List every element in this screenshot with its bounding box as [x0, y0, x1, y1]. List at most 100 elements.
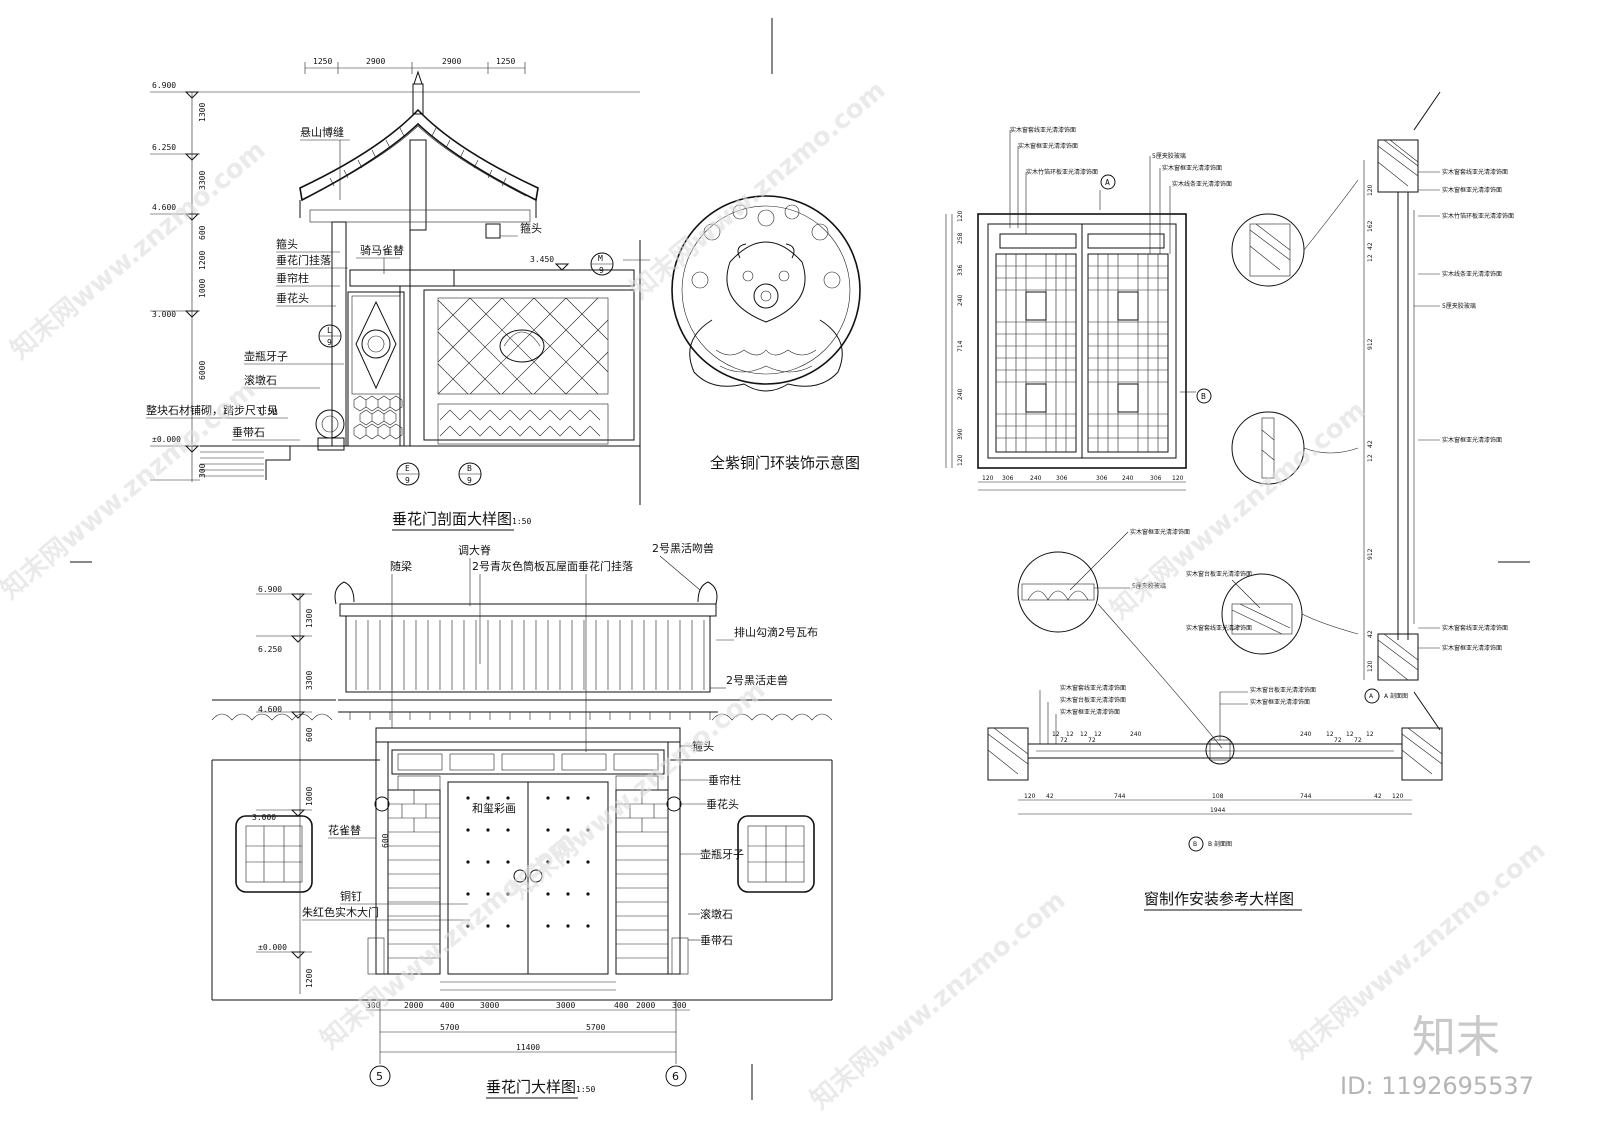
ring-knob: [753, 283, 779, 309]
section-title: 垂花门剖面大样图 1:50: [392, 510, 531, 531]
elev-3000: 3.000: [152, 310, 176, 319]
svg-text:实木窗台板亚光清漆饰面: 实木窗台板亚光清漆饰面: [1060, 696, 1126, 704]
svg-text:和玺彩画: 和玺彩画: [472, 802, 516, 815]
svg-text:600: 600: [381, 833, 390, 848]
svg-text:实木窗套线亚光清漆饰面: 实木窗套线亚光清漆饰面: [1442, 168, 1508, 176]
svg-text:箍头: 箍头: [520, 221, 542, 235]
svg-text:垂帘柱: 垂帘柱: [708, 773, 741, 787]
svg-text:A: A: [1369, 693, 1374, 700]
elev-4600: 4.600: [152, 203, 176, 212]
svg-text:744: 744: [1300, 793, 1312, 800]
window-title: 窗制作安装参考大样图: [1144, 890, 1302, 911]
svg-text:随梁: 随梁: [390, 559, 412, 573]
b-section-labels: 实木窗套线亚光清漆饰面 实木窗台板亚光清漆饰面 实木窗框亚光清漆饰面 实木窗台板…: [1039, 684, 1316, 744]
svg-text:实木竹箔环板亚光清漆饰面: 实木竹箔环板亚光清漆饰面: [1026, 168, 1098, 176]
svg-text:9: 9: [327, 338, 332, 347]
svg-text:1300: 1300: [305, 609, 314, 628]
ring-title: 全紫铜门环装饰示意图: [710, 454, 860, 472]
svg-text:A 剖面图: A 剖面图: [1384, 692, 1408, 700]
svg-text:72: 72: [1354, 737, 1362, 744]
svg-text:240: 240: [1130, 731, 1142, 738]
svg-text:120: 120: [1367, 184, 1374, 196]
svg-text:6.250: 6.250: [258, 645, 282, 654]
svg-text:12: 12: [1346, 731, 1354, 738]
diagonal-grid: [437, 297, 609, 395]
double-door: [367, 781, 689, 991]
svg-text:1200: 1200: [305, 969, 314, 988]
svg-text:A: A: [1105, 178, 1110, 187]
svg-text:6: 6: [672, 1070, 679, 1083]
svg-text:240: 240: [1300, 731, 1312, 738]
svg-text:实木窗框亚光清漆饰面: 实木窗框亚光清漆饰面: [1442, 436, 1502, 444]
svg-text:垂花门挂落: 垂花门挂落: [276, 253, 331, 267]
window-vertical-dims: 120 258 336 240 714 240 390 120: [945, 210, 964, 468]
detail-callouts: [1017, 179, 1359, 749]
svg-text:实木窗套线亚光清漆饰面: 实木窗套线亚光清漆饰面: [1186, 624, 1252, 632]
hex-lattice: [353, 395, 403, 440]
svg-text:实木线条亚光清漆饰面: 实木线条亚光清漆饰面: [1442, 270, 1502, 278]
svg-text:6.900: 6.900: [258, 585, 282, 594]
svg-text:知末网www.znzmo.com: 知末网www.znzmo.com: [1105, 395, 1371, 625]
door-ring-left: [513, 869, 527, 883]
svg-text:300: 300: [366, 1001, 381, 1010]
window-top-labels: 实木窗套线亚光清漆饰面 实木窗框亚光清漆饰面 实木竹箔环板亚光清漆饰面 5厘夹胶…: [1009, 126, 1232, 254]
svg-text:120: 120: [1392, 793, 1404, 800]
svg-text:6000: 6000: [198, 361, 207, 380]
ring-scrollwork: [691, 204, 841, 373]
svg-text:42: 42: [1046, 793, 1054, 800]
section-vertical-dims: 1300 3300 600 1200 1000 6000 300: [198, 103, 207, 478]
label-xuanshan: 悬山博缝: [300, 125, 344, 139]
svg-text:9: 9: [467, 476, 472, 485]
svg-text:240: 240: [957, 294, 964, 306]
svg-text:B 剖面图: B 剖面图: [1208, 840, 1232, 848]
svg-text:2900: 2900: [442, 57, 461, 66]
svg-text:3000: 3000: [556, 1001, 575, 1010]
svg-text:42: 42: [1374, 793, 1382, 800]
svg-text:120: 120: [1024, 793, 1036, 800]
svg-text:2号黑活走兽: 2号黑活走兽: [726, 673, 788, 687]
svg-text:知末网www.znzmo.com: 知末网www.znzmo.com: [625, 75, 891, 305]
svg-text:120: 120: [1367, 660, 1374, 672]
svg-text:5厘夹胶玻璃: 5厘夹胶玻璃: [1132, 582, 1166, 590]
svg-text:120: 120: [957, 454, 964, 466]
elevation-title: 垂花门大样图 1:50: [486, 1078, 595, 1099]
svg-text:42: 42: [1367, 440, 1374, 448]
svg-text:垂带石: 垂带石: [232, 426, 265, 439]
svg-text:300: 300: [198, 463, 207, 478]
svg-text:306: 306: [1096, 475, 1108, 482]
tile-rows: [355, 620, 705, 690]
svg-text:B: B: [1201, 392, 1206, 401]
left-wenshou: [334, 581, 355, 605]
ring-outer: [671, 195, 861, 385]
elevation-roof: [334, 581, 718, 775]
svg-text:600: 600: [198, 225, 207, 240]
svg-text:306: 306: [1002, 475, 1014, 482]
svg-text:实木窗台板亚光清漆饰面: 实木窗台板亚光清漆饰面: [1186, 570, 1252, 578]
svg-text:±0.000: ±0.000: [258, 943, 287, 952]
svg-text:垂帘柱: 垂帘柱: [276, 271, 309, 285]
section-labels: 悬山博缝 箍头 垂花门挂落 垂帘柱 垂花头 骑马雀替 壶瓶牙子 滚墩石 整块石材…: [146, 125, 542, 441]
svg-text:滚墩石: 滚墩石: [700, 907, 733, 921]
svg-text:1000: 1000: [198, 279, 207, 298]
svg-text:12: 12: [1367, 454, 1374, 462]
elev-3450: 3.450: [530, 255, 554, 264]
svg-text:箍头: 箍头: [692, 739, 714, 753]
svg-text:1200: 1200: [198, 251, 207, 270]
svg-text:3300: 3300: [198, 171, 207, 190]
svg-text:108: 108: [1212, 793, 1224, 800]
door-ring-view: 全紫铜门环装饰示意图: [671, 195, 861, 472]
svg-text:400: 400: [614, 1001, 629, 1010]
svg-text:12: 12: [1366, 731, 1374, 738]
znzmo-logo: 知末: [1412, 1012, 1500, 1063]
svg-text:实木窗台板亚光清漆饰面: 实木窗台板亚光清漆饰面: [1250, 686, 1316, 694]
svg-text:240: 240: [957, 388, 964, 400]
svg-text:9: 9: [599, 266, 604, 275]
svg-text:2000: 2000: [404, 1001, 423, 1010]
svg-text:240: 240: [1122, 475, 1134, 482]
beast-face: [726, 241, 806, 323]
svg-text:5: 5: [376, 1070, 383, 1083]
svg-text:1:50: 1:50: [576, 1085, 595, 1094]
svg-text:72: 72: [1334, 737, 1342, 744]
svg-text:箍头: 箍头: [276, 237, 298, 251]
window-lattice: [996, 254, 1168, 452]
